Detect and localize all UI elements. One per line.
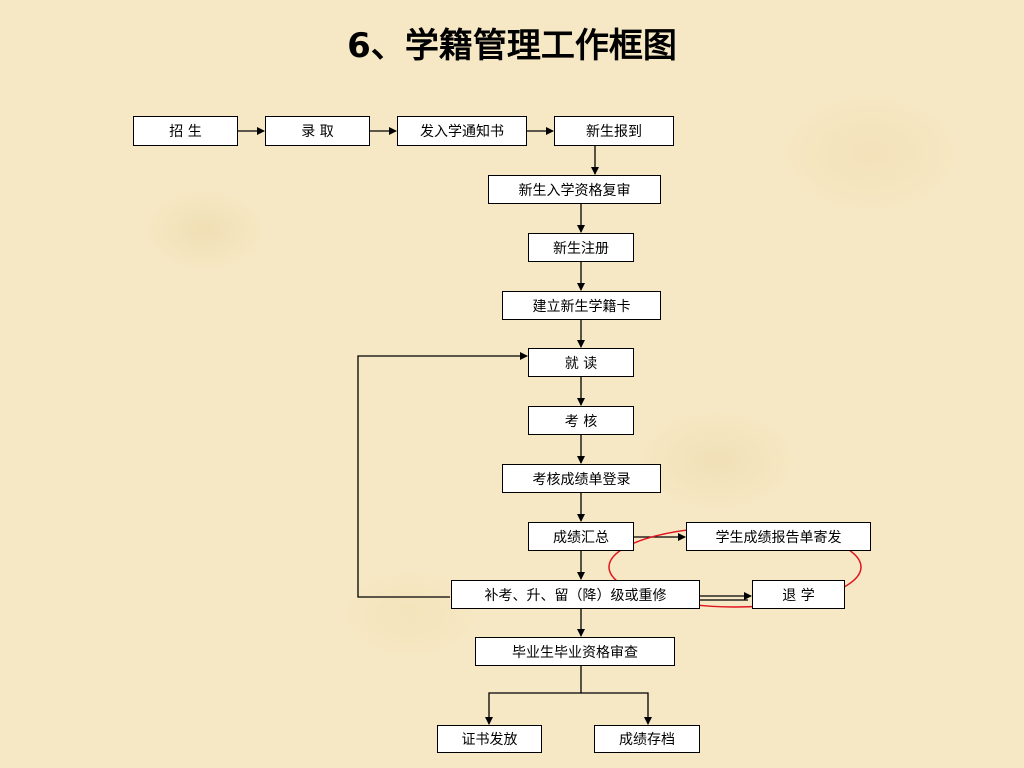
- node-study: 就 读: [528, 348, 634, 377]
- node-archive: 成绩存档: [594, 725, 700, 753]
- node-exam: 考 核: [528, 406, 634, 435]
- page-title: 6、学籍管理工作框图: [347, 26, 677, 66]
- node-notice: 发入学通知书: [397, 116, 527, 146]
- node-mail-report: 学生成绩报告单寄发: [686, 522, 871, 551]
- node-makeup: 补考、升、留（降）级或重修: [451, 580, 700, 609]
- node-grad-check: 毕业生毕业资格审查: [475, 637, 675, 666]
- node-card: 建立新生学籍卡: [502, 291, 661, 320]
- split-line: [485, 666, 582, 725]
- arrow-loop-study: [357, 352, 528, 598]
- node-review: 新生入学资格复审: [488, 175, 661, 204]
- node-summary: 成绩汇总: [528, 522, 634, 551]
- node-withdraw: 退 学: [752, 580, 845, 609]
- node-report: 新生报到: [554, 116, 674, 146]
- node-enroll: 招 生: [133, 116, 238, 146]
- node-grade-entry: 考核成绩单登录: [502, 464, 661, 493]
- node-admit: 录 取: [265, 116, 370, 146]
- node-register: 新生注册: [528, 233, 634, 262]
- node-certificate: 证书发放: [437, 725, 542, 753]
